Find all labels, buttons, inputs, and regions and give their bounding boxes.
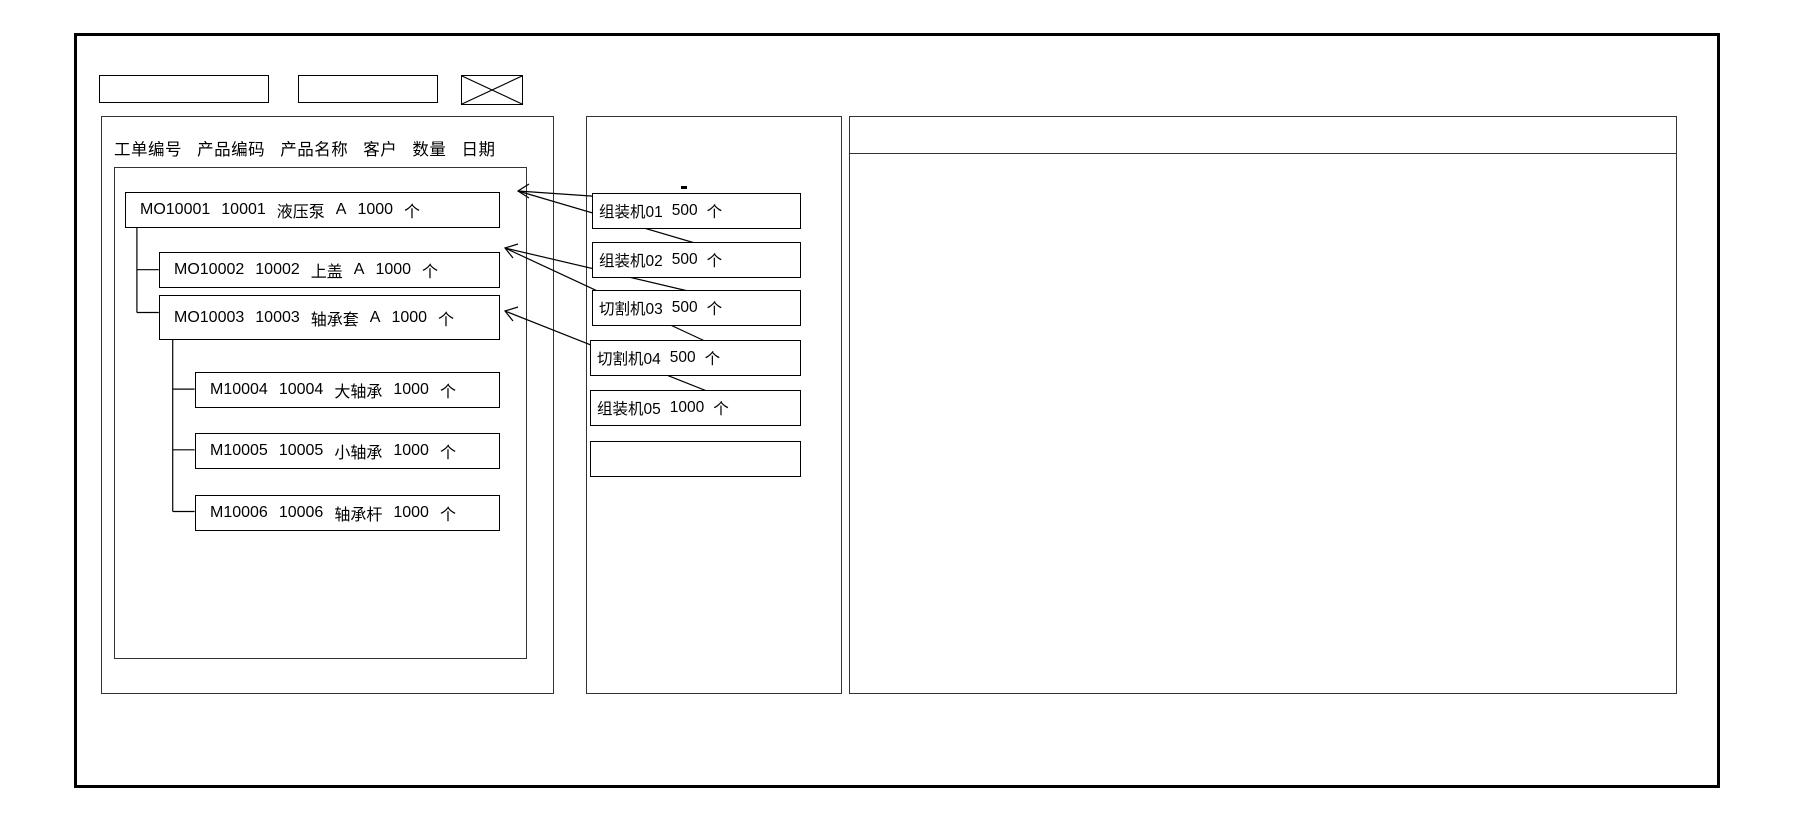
toolbar-field-1[interactable]: [99, 75, 269, 103]
cell-order-no: M10005: [210, 442, 268, 459]
cell-unit: 个: [404, 204, 421, 221]
machine-task-item[interactable]: 组装机01 500 个: [592, 193, 801, 229]
cell-order-no: MO10001: [140, 201, 211, 218]
machine-quantity: 1000: [669, 399, 705, 416]
machine-name: 组装机02: [599, 253, 663, 270]
cell-customer: A: [369, 308, 381, 326]
cell-product-name: 液压泵: [276, 204, 325, 221]
cell-unit: 个: [422, 264, 439, 281]
cell-product-name: 上盖: [310, 264, 343, 281]
cell-order-no: M10006: [210, 504, 268, 521]
column-header-date: 日期: [461, 141, 496, 159]
cell-product-name: 轴承套: [310, 311, 359, 329]
cell-unit: 个: [439, 507, 456, 524]
application-window-frame: 工单编号 产品编码 产品名称 客户 数量 日期 MO10001: [74, 33, 1720, 788]
machine-unit: 个: [706, 301, 723, 318]
cell-product-code: 10006: [278, 504, 324, 521]
cell-unit: 个: [438, 311, 455, 329]
machine-unit: 个: [713, 401, 729, 418]
cell-unit: 个: [439, 384, 456, 401]
machine-name: 组装机01: [599, 204, 663, 221]
tree-row-work-order[interactable]: MO10001 10001 液压泵 A 1000 个: [125, 192, 500, 228]
column-header-customer: 客户: [363, 141, 398, 159]
cell-product-name: 轴承杆: [334, 507, 383, 524]
tree-row-work-order[interactable]: MO10002 10002 上盖 A 1000 个: [159, 252, 500, 288]
cell-customer: A: [353, 261, 365, 278]
machine-schedule-panel: 组装机01 500 个 组装机02 500 个 切割机03 500 个 切割机0…: [586, 116, 842, 694]
cell-product-code: 10005: [278, 442, 324, 459]
cell-unit: 个: [439, 445, 456, 462]
cell-product-name: 大轴承: [334, 384, 383, 401]
tree-hierarchy-lines: [136, 225, 195, 513]
machine-task-item[interactable]: 切割机03 500 个: [592, 290, 801, 326]
panel-header-divider: [850, 153, 1676, 154]
image-placeholder-icon[interactable]: [461, 75, 523, 105]
machine-name: 切割机03: [599, 301, 663, 318]
cell-quantity: 1000: [393, 504, 429, 521]
cell-order-no: M10004: [210, 381, 268, 398]
machine-name: 切割机04: [597, 351, 661, 368]
gantt-detail-panel: [849, 116, 1677, 694]
machine-name: 组装机05: [597, 401, 661, 418]
machine-quantity: 500: [671, 202, 698, 219]
toolbar: [99, 75, 569, 105]
work-order-column-headers: 工单编号 产品编码 产品名称 客户 数量 日期: [114, 136, 534, 159]
work-order-panel: 工单编号 产品编码 产品名称 客户 数量 日期 MO10001: [101, 116, 554, 694]
tree-row-work-order[interactable]: M10006 10006 轴承杆 1000 个: [195, 495, 500, 531]
machine-task-item[interactable]: 组装机05 1000 个: [590, 390, 801, 426]
machine-unit: 个: [704, 351, 721, 368]
column-header-product-name: 产品名称: [280, 141, 349, 159]
machine-quantity: 500: [671, 251, 698, 268]
machine-unit: 个: [706, 204, 723, 221]
machine-task-item-empty[interactable]: [590, 441, 801, 477]
tree-row-work-order[interactable]: MO10003 10003 轴承套 A 1000 个: [159, 295, 500, 340]
machine-quantity: 500: [671, 299, 698, 316]
cell-product-code: 10004: [278, 381, 324, 398]
cell-order-no: MO10003: [174, 308, 245, 326]
panel-marker-dot: [681, 186, 687, 189]
work-order-tree-container: MO10001 10001 液压泵 A 1000 个 MO10002 10002…: [114, 167, 527, 659]
column-header-quantity: 数量: [412, 141, 447, 159]
tree-row-work-order[interactable]: M10005 10005 小轴承 1000 个: [195, 433, 500, 469]
column-header-product-code: 产品编码: [197, 141, 266, 159]
tree-row-work-order[interactable]: M10004 10004 大轴承 1000 个: [195, 372, 500, 408]
toolbar-field-2[interactable]: [298, 75, 438, 103]
column-header-order-no: 工单编号: [114, 141, 182, 159]
machine-quantity: 500: [669, 349, 696, 366]
cell-order-no: MO10002: [174, 261, 245, 278]
cell-quantity: 1000: [391, 308, 428, 326]
cell-quantity: 1000: [357, 201, 394, 218]
cell-customer: A: [335, 201, 347, 218]
machine-unit: 个: [706, 253, 723, 270]
cell-quantity: 1000: [375, 261, 412, 278]
cell-product-code: 10001: [221, 201, 266, 218]
machine-task-item[interactable]: 组装机02 500 个: [592, 242, 801, 278]
machine-task-item[interactable]: 切割机04 500 个: [590, 340, 801, 376]
cell-quantity: 1000: [393, 381, 429, 398]
cell-product-name: 小轴承: [334, 445, 383, 462]
cell-quantity: 1000: [393, 442, 429, 459]
cell-product-code: 10002: [255, 261, 300, 278]
cell-product-code: 10003: [255, 308, 300, 326]
